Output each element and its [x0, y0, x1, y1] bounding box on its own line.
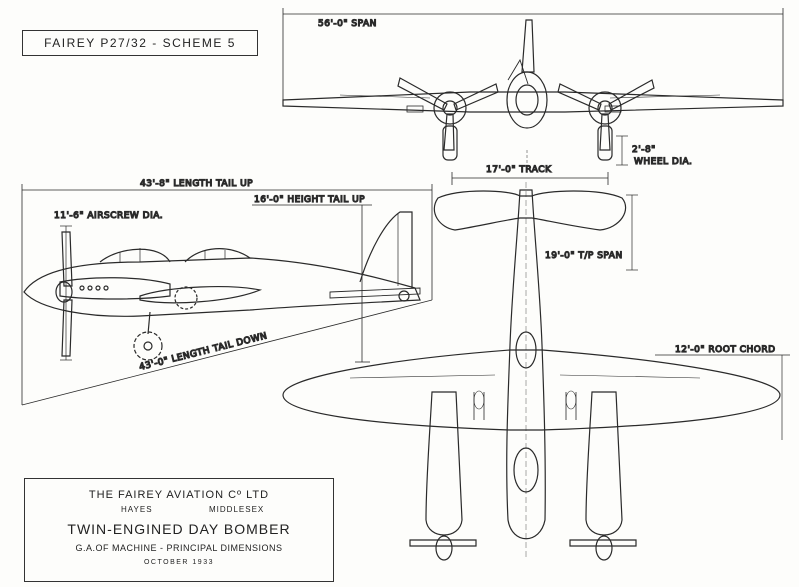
tp-span-label: 19'-0" T/P SPAN	[545, 251, 623, 261]
length-tail-up-label: 43'-8" LENGTH TAIL UP	[140, 179, 253, 189]
wheel-dia-label: WHEEL DIA.	[634, 157, 692, 167]
drawing-date: OCTOBER 1933	[143, 559, 214, 566]
drawing-title: FAIREY P27/32 - SCHEME 5	[22, 30, 258, 56]
drawing-subtitle: G.A.OF MACHINE - PRINCIPAL DIMENSIONS	[75, 543, 283, 553]
plan-view	[282, 172, 790, 561]
title-cartouche: THE FAIREY AVIATION Cº LTD HAYES MIDDLES…	[24, 478, 334, 582]
wheel-dia-value: 2'-8"	[632, 145, 656, 155]
root-chord-label: 12'-0" ROOT CHORD	[675, 345, 776, 355]
front-view	[282, 8, 784, 175]
airscrew-dia-label: 11'-6" AIRSCREW DIA.	[54, 211, 163, 221]
side-view	[21, 184, 433, 406]
location-right: MIDDLESEX	[209, 505, 265, 514]
company-name: THE FAIREY AVIATION Cº LTD	[88, 489, 270, 501]
location-left: HAYES	[121, 505, 153, 514]
span-label: 56'-0" SPAN	[318, 19, 377, 29]
aircraft-type: TWIN-ENGINED DAY BOMBER	[67, 521, 291, 537]
length-tail-down-label: 43'-0" LENGTH TAIL DOWN	[138, 331, 268, 373]
height-tail-up-label: 16'-0" HEIGHT TAIL UP	[254, 195, 365, 205]
track-label: 17'-0" TRACK	[486, 165, 552, 175]
